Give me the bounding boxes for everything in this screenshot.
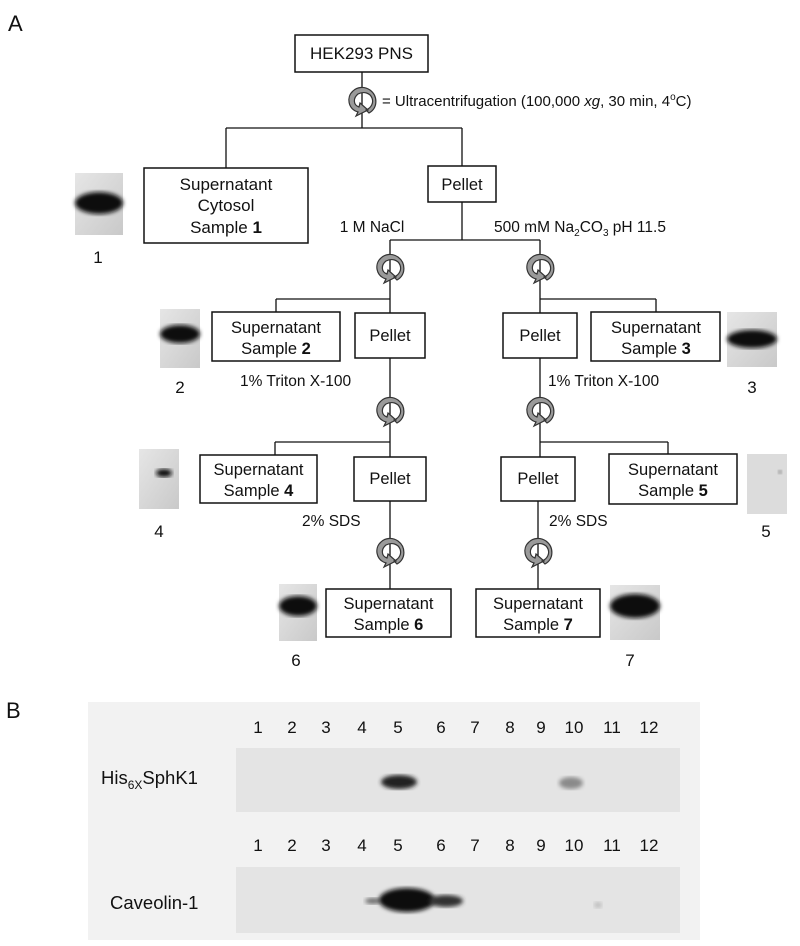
supernatant-3-label: Supernatant xyxy=(611,319,701,337)
caveolin-blot-strip xyxy=(236,867,680,933)
lane-label-9: 9 xyxy=(536,836,545,855)
sample-2-label: Sample 2 xyxy=(241,340,311,358)
panel-a-letter: A xyxy=(8,11,23,36)
lane-label-6: 6 xyxy=(436,718,445,737)
lane-label-5: 5 xyxy=(393,718,402,737)
pellet-label-triton-left: Pellet xyxy=(369,470,411,488)
lane-label-1: 1 xyxy=(253,718,262,737)
lane-label-11: 11 xyxy=(603,836,621,855)
lane-label-4: 4 xyxy=(357,836,366,855)
sample-3-label: Sample 3 xyxy=(621,340,691,358)
lane-label-12: 12 xyxy=(640,836,659,855)
caveolin-1-label: Caveolin-1 xyxy=(110,892,198,913)
blot-sample-1 xyxy=(75,173,123,235)
pellet-box-triton-left xyxy=(353,456,427,502)
sphk1-band-lane-10 xyxy=(559,777,583,789)
pellet-box-top xyxy=(427,165,497,203)
lane-label-7: 7 xyxy=(470,836,479,855)
supernatant-5-label: Supernatant xyxy=(628,461,718,479)
lane-label-3: 3 xyxy=(321,718,330,737)
blot-sample-3 xyxy=(727,312,777,367)
ultracentrifugation-legend: = Ultracentrifugation (100,000 xg, 30 mi… xyxy=(382,92,692,110)
panel-b-letter: B xyxy=(6,698,21,723)
triton-label-right: 1% Triton X-100 xyxy=(548,373,660,390)
supernatant-1-line3: Sample 1 xyxy=(190,218,262,237)
supernatant-sample-6-box xyxy=(325,588,452,638)
supernatant-sample-5-box xyxy=(608,453,738,505)
blot-sample-4 xyxy=(139,449,179,509)
lane-label-11: 11 xyxy=(603,718,621,737)
caveolin-band-lane-6 xyxy=(429,895,463,907)
his6x-sphk1-label: His6XSphK1 xyxy=(101,767,198,792)
supernatant-1-line2: Cytosol xyxy=(198,196,255,215)
sphk1-blot-strip xyxy=(236,748,680,812)
root-box xyxy=(294,34,429,73)
lane-label-3: 3 xyxy=(321,836,330,855)
caveolin-band-lane-4 xyxy=(365,898,381,904)
pellet-label-na2co3: Pellet xyxy=(519,327,561,345)
supernatant-sample-7-box xyxy=(475,588,601,638)
lane-label-2: 2 xyxy=(287,836,296,855)
sample-5-label: Sample 5 xyxy=(638,482,708,500)
blot-number-5: 5 xyxy=(761,522,770,541)
caveolin-band-lane-11 xyxy=(594,902,602,908)
pellet-box-nacl xyxy=(354,312,426,359)
sphk1-band-lane-5 xyxy=(381,775,417,789)
blot-number-6: 6 xyxy=(291,651,300,670)
sds-label-right: 2% SDS xyxy=(549,513,608,530)
caveolin-band-lane-5 xyxy=(379,888,435,912)
blot-sample-7 xyxy=(610,585,660,640)
pellet-label-triton-right: Pellet xyxy=(517,470,559,488)
lane-label-10: 10 xyxy=(565,836,584,855)
lane-label-4: 4 xyxy=(357,718,366,737)
sample-4-label: Sample 4 xyxy=(224,482,295,500)
pellet-box-triton-right xyxy=(500,456,576,502)
root-label: HEK293 PNS xyxy=(310,44,413,63)
supernatant-6-label: Supernatant xyxy=(344,595,434,613)
lane-label-6: 6 xyxy=(436,836,445,855)
sample-6-label: Sample 6 xyxy=(354,616,424,634)
pellet-label-top: Pellet xyxy=(441,176,483,194)
lane-label-12: 12 xyxy=(640,718,659,737)
lane-label-10: 10 xyxy=(565,718,584,737)
supernatant-2-label: Supernatant xyxy=(231,319,321,337)
pellet-box-na2co3 xyxy=(502,312,578,359)
supernatant-1-line1: Supernatant xyxy=(180,175,273,194)
supernatant-sample-4-box xyxy=(199,454,318,504)
supernatant-sample-2-box xyxy=(211,311,341,362)
lane-label-8: 8 xyxy=(505,836,514,855)
blot-number-7: 7 xyxy=(625,651,634,670)
triton-label-left: 1% Triton X-100 xyxy=(240,373,352,390)
blot-sample-2 xyxy=(160,309,200,368)
blot-number-4: 4 xyxy=(154,522,163,541)
supernatant-7-label: Supernatant xyxy=(493,595,583,613)
blot-number-2: 2 xyxy=(175,378,184,397)
nacl-label: 1 M NaCl xyxy=(340,219,405,236)
pellet-label-nacl: Pellet xyxy=(369,327,411,345)
na2co3-label: 500 mM Na2CO3 pH 11.5 xyxy=(494,219,666,239)
lane-label-8: 8 xyxy=(505,718,514,737)
supernatant-4-label: Supernatant xyxy=(214,461,304,479)
supernatant-sample-3-box xyxy=(590,311,721,362)
blot-number-1: 1 xyxy=(93,248,102,267)
sample-7-label: Sample 7 xyxy=(503,616,573,634)
lane-label-9: 9 xyxy=(536,718,545,737)
blot-sample-5 xyxy=(747,454,787,514)
lane-label-1: 1 xyxy=(253,836,262,855)
sds-label-left: 2% SDS xyxy=(302,513,361,530)
supernatant-cytosol-box xyxy=(143,167,309,244)
blot-number-3: 3 xyxy=(747,378,756,397)
blot-sample-6 xyxy=(279,584,317,641)
lane-label-5: 5 xyxy=(393,836,402,855)
lane-label-7: 7 xyxy=(470,718,479,737)
lane-label-2: 2 xyxy=(287,718,296,737)
